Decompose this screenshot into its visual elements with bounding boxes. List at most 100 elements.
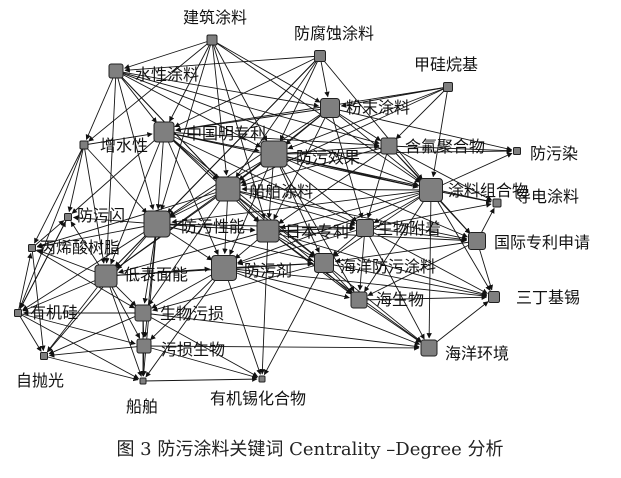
edge-fangfushi-shuixing — [124, 55, 321, 73]
edge-fangfushi-fenmo — [319, 55, 330, 98]
node-zhongguoming — [153, 121, 175, 143]
node-sandingjixi — [488, 291, 500, 303]
node-shengwufuzhuo — [356, 219, 374, 237]
edge-tuliaozuhe-chuanbotuliao — [241, 186, 432, 192]
edge-fangwuxingneng-haiyangfangwu — [156, 223, 314, 262]
edge-guojizhuanli-haiyangfangwu — [334, 240, 478, 264]
node-haishengwu — [350, 291, 368, 309]
edge-fangwuji-sandingjixi — [223, 267, 488, 299]
edge-chuanbotuliao-shengwuwusun — [148, 188, 229, 306]
node-label-fangwuran: 防污染 — [530, 144, 578, 163]
edge-shengwufuzhuo-fangwuji — [237, 227, 366, 266]
edge-jianzhu-shuixing — [124, 39, 213, 70]
edge-hanfu-daodian — [388, 145, 493, 201]
edge-shuixing-tuliaozuhe — [115, 70, 419, 187]
edge-bingxisuan-shengwuwusun — [31, 247, 135, 309]
edge-jianzhu-fenmo — [211, 39, 321, 103]
node-fangwuji — [211, 255, 237, 281]
edge-haiyangfangwu-sandingjixi — [323, 262, 488, 298]
node-label-bingxisuan: 丙烯酸树脂 — [40, 238, 120, 257]
edge-youjigui-zipaoguang — [17, 312, 42, 352]
edge-zhongguoming-hanfu — [163, 131, 380, 148]
node-label-fangwushan: 防污闪 — [77, 206, 125, 225]
edge-fangwuxiaoguo-hanfu — [273, 144, 380, 155]
node-label-wusunshengwu: 污损生物 — [161, 340, 225, 359]
node-youjixi — [258, 375, 266, 383]
node-label-chuanbo: 船舶 — [126, 397, 158, 416]
edge-fangwuxiaoguo-shengwufuzhuo — [273, 153, 358, 222]
node-label-haishengwu: 海生物 — [376, 290, 424, 309]
edge-chuanbotuliao-dibiaomian — [116, 188, 229, 269]
node-bingxisuan — [28, 244, 36, 252]
edge-zengshuixing-dibiaomian — [83, 144, 106, 264]
edge-bingxisuan-zipaoguang — [31, 247, 46, 352]
edge-hanfu-shengwufuzhuo — [366, 145, 390, 219]
edge-tuliaozuhe-fangwuxingneng — [171, 189, 432, 225]
node-jianzhu — [206, 34, 218, 46]
edge-shuixing-fenmo — [115, 70, 320, 108]
edge-shuixing-fangwuxiaoguo — [115, 70, 262, 148]
edge-dibiaomian-zipaoguang — [47, 275, 107, 353]
edge-hanfu-fangwuran — [388, 145, 513, 154]
node-label-ribenzhuanli: 日本专利 — [285, 222, 349, 241]
node-jiaguiwanji — [443, 82, 453, 92]
node-fangwushan — [64, 213, 72, 221]
edge-shuixing-zhongguoming — [115, 70, 157, 123]
edge-shuixing-hanfu — [115, 70, 380, 145]
node-label-zengshuixing: 增水性 — [100, 136, 148, 155]
edge-shengwufuzhuo-guojizhuanli — [364, 227, 468, 242]
edge-fangwuji-chuanbo — [145, 267, 225, 378]
node-wusunshengwu — [136, 338, 152, 354]
edge-fenmo-zhongguoming — [175, 107, 331, 133]
figure-caption: 图 3 防污涂料关键词 Centrality –Degree 分析 — [116, 439, 503, 460]
edge-dibiaomian-youjigui — [22, 275, 107, 312]
edge-fangwuxiaoguo-fangwuji — [229, 153, 275, 256]
edge-zhongguoming-ribenzhuanli — [163, 131, 259, 223]
edge-fangwuxingneng-fangwushan — [72, 215, 158, 225]
node-youjigui — [14, 309, 22, 317]
edge-shuixing-fangwuxingneng — [115, 70, 155, 211]
edge-zengshuixing-youjigui — [19, 144, 85, 309]
edge-haiyanghuanjing-sandingjixi — [428, 301, 489, 349]
node-zengshuixing — [79, 140, 89, 150]
node-label-youjixi: 有机锡化合物 — [210, 389, 306, 408]
edge-fangwuji-wusunshengwu — [150, 267, 225, 341]
node-label-tuliaozuhe: 涂料组合物 — [448, 181, 528, 200]
edge-fangwuxingneng-zipaoguang — [47, 223, 158, 353]
edge-fangfushi-fangwuxiaoguo — [279, 55, 321, 141]
edge-shengwufuzhuo-sandingjixi — [364, 227, 488, 294]
edge-shuixing-zengshuixing — [85, 70, 117, 140]
node-label-guojizhuanli: 国际专利申请 — [494, 233, 590, 252]
node-chuanbotuliao — [215, 176, 241, 202]
node-label-hanfu: 含氟聚合物 — [405, 137, 485, 156]
edge-fangfushi-chuanbotuliao — [235, 55, 321, 178]
edge-wusunshengwu-haiyanghuanjing — [143, 345, 420, 351]
edge-shengwufuzhuo-haishengwu — [357, 227, 366, 291]
edge-chuanbotuliao-guojizhuanli — [227, 188, 468, 241]
node-shuixing — [108, 63, 124, 79]
node-daodian — [492, 198, 502, 208]
edge-fangwuji-youjixi — [223, 267, 262, 375]
edge-jianzhu-chuanbotuliao — [211, 39, 229, 176]
edge-zhongguoming-shengwufuzhuo — [163, 131, 357, 224]
edge-haiyangfangwu-youjixi — [263, 262, 325, 376]
edge-fangwuji-haishengwu — [223, 267, 350, 300]
node-fangwuran — [513, 147, 521, 155]
node-label-fenmo: 粉末涂料 — [346, 98, 410, 117]
node-layer — [14, 34, 521, 385]
node-label-sandingjixi: 三丁基锡 — [516, 288, 580, 307]
edge-tuliaozuhe-ribenzhuanli — [280, 189, 432, 230]
edge-jiaguiwanji-chuanbotuliao — [240, 86, 449, 184]
node-label-jiaguiwanji: 甲硅烷基 — [414, 55, 478, 74]
edge-fangwuxiaoguo-daodian — [273, 153, 492, 204]
node-label-dibiaomian: 低表面能 — [124, 265, 188, 284]
edge-wusunshengwu-youjixi — [143, 345, 258, 379]
edge-jianzhu-zhongguoming — [169, 39, 213, 122]
node-label-fangfushi: 防腐蚀涂料 — [294, 24, 374, 43]
node-chuanbo — [139, 377, 147, 385]
edge-fangwuji-haiyangfangwu — [223, 261, 314, 269]
edge-bingxisuan-fangwushan — [31, 220, 65, 249]
node-label-fangwuxingneng: 防污性能 — [181, 217, 245, 236]
edge-tuliaozuhe-haishengwu — [364, 189, 432, 293]
edge-tuliaozuhe-haiyangfangwu — [333, 189, 432, 257]
